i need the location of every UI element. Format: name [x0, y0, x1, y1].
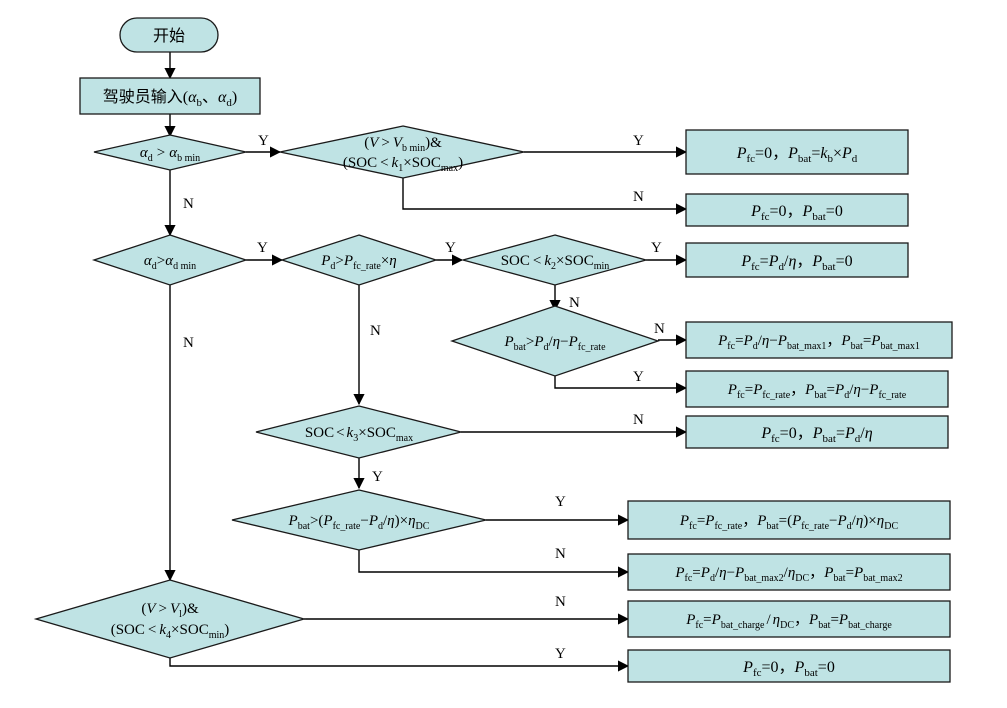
- result-box-4: Pfc=Pd/η−Pbat_max1，Pbat=Pbat_max1: [685, 321, 953, 359]
- decision-v-soc-k1: (V>Vb min)& (SOC<k1×SOCmax): [279, 125, 525, 179]
- svg-text:Pbat>(Pfc_rate−Pd/η)×ηDC: Pbat>(Pfc_rate−Pd/η)×ηDC: [288, 513, 430, 532]
- yn-label: Y: [633, 369, 644, 385]
- yn-label: Y: [633, 133, 644, 149]
- yn-label: N: [370, 323, 381, 339]
- svg-text:(V>Vb min)&: (V>Vb min)&: [364, 135, 442, 154]
- svg-text:Pfc=Pd/η−Pbat_max1，Pbat=Pbat_m: Pfc=Pd/η−Pbat_max1，Pbat=Pbat_max1: [717, 333, 920, 352]
- result-box-6: Pfc=0，Pbat=Pd/η: [685, 415, 949, 449]
- result-box-7: Pfc=Pfc_rate，Pbat=(Pfc_rate−Pd/η)×ηDC: [627, 500, 951, 540]
- result-box-10: Pfc=0，Pbat=0: [627, 649, 951, 683]
- svg-text:Pd>Pfc_rate×η: Pd>Pfc_rate×η: [320, 253, 397, 272]
- yn-label: N: [633, 189, 644, 205]
- start-label: 开始: [153, 27, 185, 45]
- svg-text:(V>Vl)&: (V>Vl)&: [141, 601, 199, 620]
- yn-label: Y: [258, 133, 269, 149]
- yn-label: N: [183, 335, 194, 351]
- yn-label: Y: [445, 240, 456, 256]
- yn-label: N: [555, 546, 566, 562]
- svg-text:SOC<k3×SOCmax: SOC<k3×SOCmax: [305, 425, 413, 444]
- yn-label: N: [555, 594, 566, 610]
- yn-label: Y: [555, 646, 566, 662]
- decision-soc-k3: SOC<k3×SOCmax: [255, 405, 462, 459]
- svg-text:Pbat>Pd/η−Pfc_rate: Pbat>Pd/η−Pfc_rate: [503, 334, 606, 353]
- result-box-9: Pfc=Pbat_charge/ηDC，Pbat=Pbat_charge: [627, 600, 951, 638]
- connectors: [164, 52, 688, 672]
- svg-text:SOC<k2×SOCmin: SOC<k2×SOCmin: [501, 253, 610, 272]
- svg-text:αd>αd min: αd>αd min: [144, 253, 196, 272]
- decision-alpha-d-gt-alpha-dmin: αd>αd min: [91, 234, 249, 286]
- svg-text:Pfc=0，Pbat=Pd/η: Pfc=0，Pbat=Pd/η: [760, 425, 872, 445]
- result-box-2: Pfc=0，Pbat=0: [685, 193, 909, 227]
- decision-soc-k2: SOC<k2×SOCmin: [460, 234, 649, 286]
- yn-label: N: [183, 196, 194, 212]
- yn-label: Y: [555, 494, 566, 510]
- svg-text:Pfc=0，Pbat=kb×Pd: Pfc=0，Pbat=kb×Pd: [736, 145, 858, 165]
- svg-text:(SOC<k4×SOCmin): (SOC<k4×SOCmin): [111, 622, 230, 641]
- input-node: 驾驶员输入(αb、αd): [79, 77, 261, 115]
- svg-text:Pfc=Pd/η−Pbat_max2/ηDC，Pbat=Pb: Pfc=Pd/η−Pbat_max2/ηDC，Pbat=Pbat_max2: [674, 565, 902, 584]
- svg-text:Pfc=Pd/η，Pbat=0: Pfc=Pd/η，Pbat=0: [740, 253, 852, 273]
- decision-v-soc-k4: (V>Vl)& (SOC<k4×SOCmin): [33, 579, 307, 659]
- svg-text:Pfc=Pbat_charge/ηDC，Pbat=Pbat_: Pfc=Pbat_charge/ηDC，Pbat=Pbat_charge: [685, 612, 892, 631]
- yn-label: N: [654, 321, 665, 337]
- branch-labels: Y Y N N Y Y Y N N Y N N N Y Y N N Y: [183, 133, 665, 662]
- result-box-8: Pfc=Pd/η−Pbat_max2/ηDC，Pbat=Pbat_max2: [627, 553, 951, 591]
- result-box-1: Pfc=0，Pbat=kb×Pd: [685, 129, 909, 175]
- decision-pd-gt-pfcrate: Pd>Pfc_rate×η: [279, 234, 439, 286]
- yn-label: N: [633, 412, 644, 428]
- yn-label: Y: [651, 240, 662, 256]
- svg-text:(SOC<k1×SOCmax): (SOC<k1×SOCmax): [343, 155, 463, 174]
- svg-text:Pfc=Pfc_rate，Pbat=(Pfc_rate−Pd: Pfc=Pfc_rate，Pbat=(Pfc_rate−Pd/η)×ηDC: [679, 513, 899, 532]
- svg-text:Pfc=Pfc_rate，Pbat=Pd/η−Pfc_rat: Pfc=Pfc_rate，Pbat=Pd/η−Pfc_rate: [727, 382, 907, 401]
- input-label: 驾驶员输入(αb、αd): [103, 88, 238, 109]
- start-node: 开始: [119, 17, 219, 53]
- svg-text:αd>αb min: αd>αb min: [140, 145, 200, 164]
- decision-pbat-gt-pd-minus-pfcrate: Pbat>Pd/η−Pfc_rate: [449, 305, 661, 377]
- yn-label: Y: [257, 240, 268, 256]
- result-box-5: Pfc=Pfc_rate，Pbat=Pd/η−Pfc_rate: [685, 370, 949, 408]
- result-box-3: Pfc=Pd/η，Pbat=0: [685, 242, 909, 278]
- yn-label: N: [569, 295, 580, 311]
- svg-text:Pfc=0，Pbat=0: Pfc=0，Pbat=0: [742, 659, 835, 679]
- decision-pbat-gt-pfcrate-minus-pd: Pbat>(Pfc_rate−Pd/η)×ηDC: [231, 489, 487, 551]
- yn-label: Y: [372, 469, 383, 485]
- decision-alpha-d-gt-alpha-bmin: αd>αb min: [93, 134, 247, 171]
- svg-text:Pfc=0，Pbat=0: Pfc=0，Pbat=0: [750, 203, 843, 223]
